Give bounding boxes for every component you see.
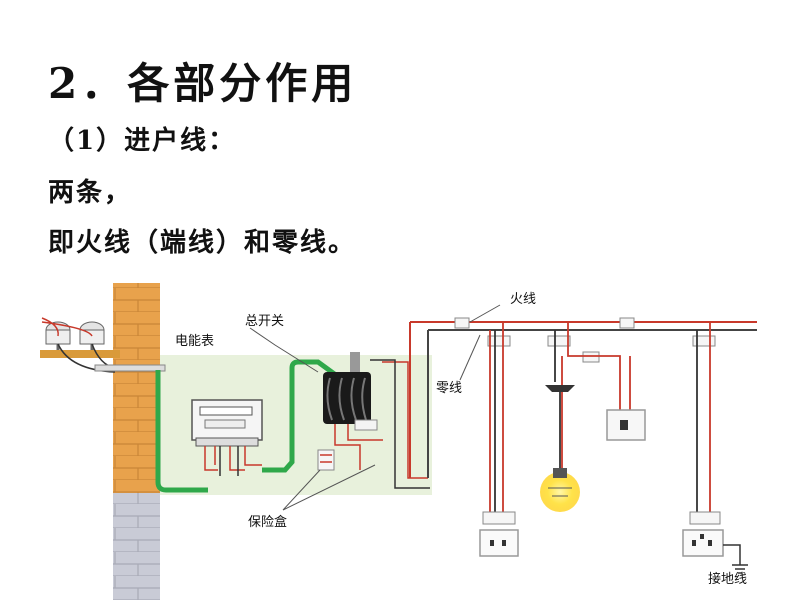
light-bulb [540, 468, 580, 512]
text-line-2: 即火线（端线）和零线。 [48, 228, 357, 258]
text-line-1: 两条， [48, 178, 133, 208]
label-live-wire: 火线 [510, 292, 536, 307]
insulator-left [45, 321, 71, 350]
ceiling-rose [545, 385, 575, 392]
ground-lead [723, 544, 741, 565]
label-main-switch: 总开关 [245, 314, 284, 329]
label-ground-wire: 接地线 [708, 571, 747, 587]
junction-box [547, 335, 571, 347]
ground-symbol [732, 564, 748, 574]
section-heading: （1）进户线： [48, 126, 237, 156]
brick-wall [113, 283, 160, 493]
service-drop-wires [41, 317, 93, 337]
entry-conduit [94, 364, 166, 372]
insulator-right [79, 321, 105, 350]
main-switch [323, 352, 378, 431]
outdoor-bracket [40, 350, 120, 358]
wall-foundation [113, 493, 160, 600]
green-conductor [155, 370, 208, 493]
label-meter: 电能表 [175, 334, 214, 349]
junction-box [582, 351, 600, 363]
junction-box [454, 317, 470, 329]
junction-box [692, 335, 716, 347]
wall-socket [479, 529, 519, 557]
fuse-box [317, 449, 335, 471]
junction-box [619, 317, 635, 329]
grounded-socket [682, 529, 724, 557]
page-title: 2．各部分作用 [48, 59, 358, 108]
label-fuse-box: 保险盒 [248, 514, 287, 530]
wall-switch [606, 409, 646, 441]
junction-box [487, 335, 511, 347]
label-neutral-wire: 零线 [436, 381, 462, 396]
electric-meter [191, 399, 263, 447]
